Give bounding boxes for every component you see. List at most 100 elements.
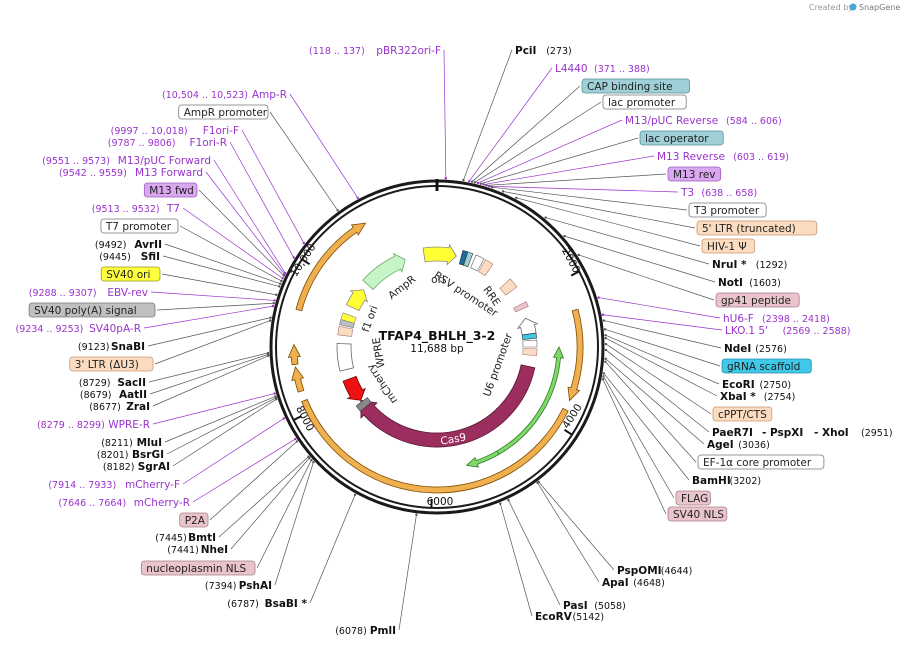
leader-end bbox=[271, 304, 275, 308]
enzyme-name: SgrAI bbox=[138, 461, 170, 473]
leader-line bbox=[605, 343, 712, 415]
leader-end bbox=[269, 316, 272, 319]
enzyme-aatii: AatII(8679) bbox=[80, 389, 147, 401]
ltr-5-block bbox=[478, 259, 494, 277]
primer-m13-puc-forward: M13/pUC Forward(9551 .. 9573) bbox=[42, 155, 211, 167]
snapgene-credit: Created by SnapGene bbox=[809, 3, 900, 12]
feature-box-bg bbox=[179, 512, 209, 528]
feature-box-bg bbox=[697, 454, 825, 470]
leader-line bbox=[564, 235, 716, 283]
enzyme-snabi: SnaBI(9123) bbox=[78, 341, 145, 353]
feature-box-m13-rev: M13 rev bbox=[667, 166, 722, 182]
sv40-ori-block bbox=[340, 312, 357, 324]
ori-arc bbox=[422, 243, 457, 266]
feature-box-cap-binding-site: CAP binding site bbox=[581, 78, 690, 94]
leader-end bbox=[266, 351, 270, 355]
leader-end bbox=[280, 279, 283, 283]
primer-l4440: L4440(371 .. 388) bbox=[555, 63, 650, 75]
feature-box-label: SV40 ori bbox=[106, 269, 150, 281]
enzyme-position: (8201) bbox=[97, 450, 129, 461]
leader-end bbox=[356, 196, 359, 199]
leader-line bbox=[148, 352, 269, 383]
primer-name: T7 bbox=[166, 203, 180, 215]
feature-box-bg bbox=[100, 218, 179, 234]
enzyme-ecorv: EcoRV(5142) bbox=[535, 611, 604, 623]
enzyme-position: (273) bbox=[546, 46, 572, 57]
leader-line bbox=[213, 159, 286, 274]
leader-line bbox=[602, 314, 723, 331]
enzyme-position: (3036) bbox=[738, 440, 770, 451]
leader-end bbox=[499, 502, 502, 505]
feature-box-bg bbox=[721, 358, 812, 374]
feature-box-bg bbox=[701, 238, 756, 254]
leader-line bbox=[149, 354, 269, 395]
enzyme-position: (4644) bbox=[661, 566, 693, 577]
leader-line bbox=[499, 503, 533, 617]
primer-m13-reverse: M13 Reverse(603 .. 619) bbox=[657, 151, 789, 163]
credit-prefix: Created by bbox=[809, 3, 853, 12]
orf-arc-small-2 bbox=[287, 343, 301, 366]
leader-line bbox=[471, 85, 581, 182]
primer-mcherry-f: mCherry-F(7914 .. 7933) bbox=[48, 479, 180, 491]
ampr-arc bbox=[362, 252, 406, 291]
rre-block bbox=[499, 278, 518, 296]
leader-end bbox=[476, 181, 480, 185]
feature-box-bg bbox=[667, 506, 728, 522]
leader-line bbox=[274, 462, 314, 586]
feature-box-label: gRNA scaffold bbox=[727, 361, 800, 373]
primer-name: mCherry-R bbox=[134, 497, 190, 509]
enzyme-position: (7445) bbox=[155, 533, 187, 544]
orf-arc-ampr-region bbox=[295, 222, 367, 312]
primer-range: (2569 .. 2588) bbox=[783, 326, 851, 337]
feature-box-ef-1-core-promoter: EF-1α core promoter bbox=[697, 454, 825, 470]
enzyme-name: EcoRV bbox=[535, 611, 573, 623]
leader-line bbox=[538, 481, 615, 571]
outer-labels: PciI (273) L4440(371 .. 388) CAP binding si… bbox=[16, 45, 893, 637]
enzyme-name: XbaI * bbox=[720, 391, 756, 403]
feature-box-grna-scaffold: gRNA scaffold bbox=[721, 358, 812, 374]
enzyme-name: NruI * bbox=[712, 259, 747, 271]
leader-end bbox=[468, 179, 471, 183]
primer-range: (2398 .. 2418) bbox=[762, 314, 830, 325]
primer-name: M13/pUC Forward bbox=[118, 155, 211, 167]
inner-label-ampr: AmpR bbox=[386, 273, 418, 302]
feature-box-3-ltr-u3: 3' LTR (ΔU3) bbox=[69, 356, 154, 372]
primer-range: (603 .. 619) bbox=[733, 152, 789, 163]
inner-label-wpre: WPRE bbox=[370, 336, 387, 368]
feature-box-ampr-promoter: AmpR promoter bbox=[178, 104, 269, 120]
leader-end bbox=[507, 498, 510, 502]
ltr-block bbox=[337, 325, 354, 337]
enzyme-agei: AgeI(3036) bbox=[707, 439, 770, 451]
enzyme-position: (2754) bbox=[764, 392, 796, 403]
enzyme-position: (8211) bbox=[101, 438, 133, 449]
enzyme-name: AatII bbox=[119, 389, 147, 401]
leader-end bbox=[490, 186, 494, 189]
leader-line bbox=[209, 441, 298, 521]
enzyme-name: BamHI bbox=[692, 475, 731, 487]
enzyme-noti: NotI(1603) bbox=[718, 277, 781, 289]
credit-brand: SnapGene bbox=[859, 3, 900, 12]
leader-line bbox=[603, 376, 675, 499]
leader-end bbox=[485, 184, 488, 187]
leader-line bbox=[269, 111, 338, 211]
leader-line bbox=[179, 225, 282, 282]
primer-range: (8279 .. 8299) bbox=[37, 420, 105, 431]
grna-scaffold-block bbox=[521, 332, 537, 340]
feature-box-bg bbox=[688, 202, 767, 218]
feature-box-bg bbox=[602, 94, 687, 110]
enzyme-nrui: NruI *(1292) bbox=[712, 259, 787, 271]
feature-box-bg bbox=[178, 104, 269, 120]
leader-line bbox=[483, 155, 655, 185]
enzyme-apai: ApaI(4648) bbox=[602, 577, 665, 589]
leader-end bbox=[604, 336, 607, 340]
enzyme-name: - XhoI bbox=[814, 427, 849, 439]
enzyme-position: (2750) bbox=[760, 380, 792, 391]
u6-promoter-arc bbox=[516, 317, 539, 336]
primer-range: (9787 .. 9806) bbox=[108, 138, 176, 149]
enzyme-name: PciI bbox=[515, 45, 536, 57]
leader-end bbox=[604, 360, 607, 363]
leader-line bbox=[468, 67, 553, 182]
center-title: TFAP4_BHLH_3-2 11,688 bp bbox=[379, 328, 496, 355]
leader-line bbox=[578, 254, 715, 301]
